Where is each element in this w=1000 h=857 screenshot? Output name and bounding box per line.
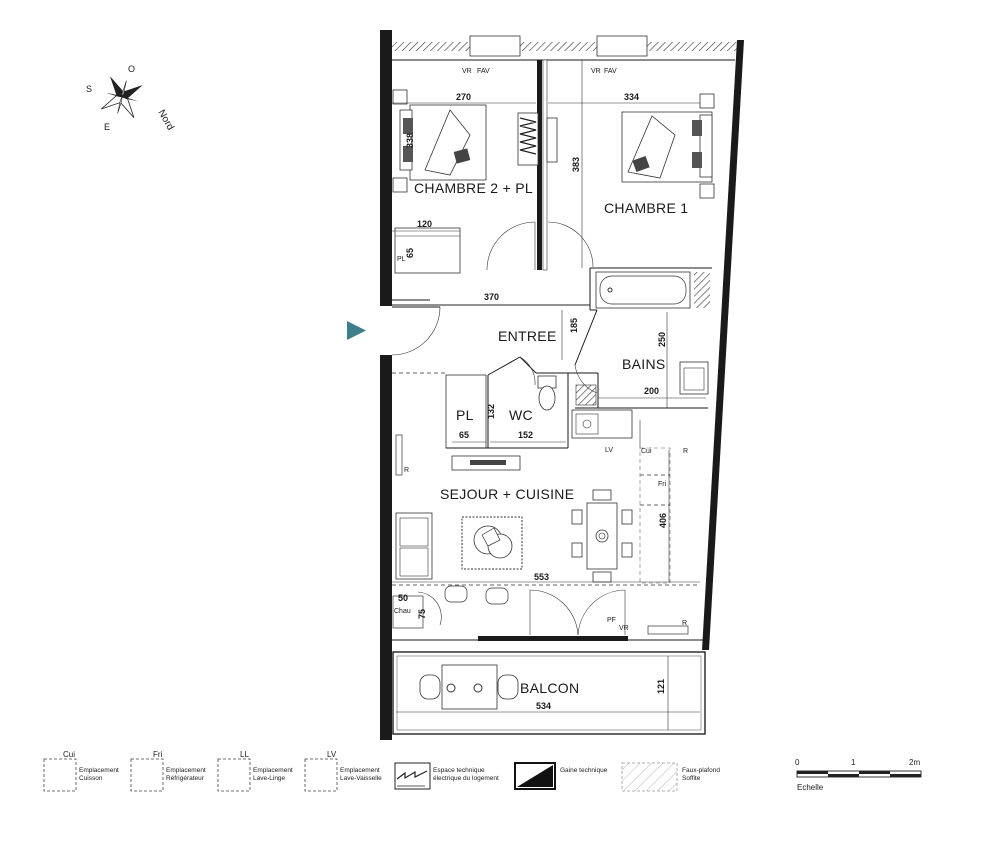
dim-338: 338 <box>405 133 415 148</box>
dim-383: 383 <box>571 157 581 172</box>
bed-2-icon <box>392 89 487 193</box>
legend-code-lv: LV <box>327 750 337 759</box>
legend-7-line1: Faux-plafond <box>682 767 720 774</box>
entry-arrow-icon[interactable] <box>347 321 366 340</box>
dim-132: 132 <box>486 404 496 419</box>
note-fav-2: FAV <box>604 68 617 75</box>
room-wc: WC <box>509 407 533 423</box>
legend-code-fri: Fri <box>153 750 163 759</box>
compass-o: O <box>128 64 135 74</box>
room-bains: BAINS <box>622 356 666 372</box>
dim-370: 370 <box>484 292 499 302</box>
dim-75: 75 <box>417 609 427 619</box>
scale-tick-2: 2m <box>909 758 920 767</box>
tv-unit-icon <box>451 455 521 471</box>
toilet-icon <box>537 375 557 411</box>
kitchen-counter <box>639 447 671 584</box>
dim-250: 250 <box>657 332 667 347</box>
legend-5-line1: Espace technique <box>433 767 485 774</box>
legend-6-line1: Gaine technique <box>560 767 608 774</box>
room-balcon: BALCON <box>520 680 579 696</box>
dim-65-a: 65 <box>405 248 415 258</box>
scale-label: Echelle <box>797 783 824 792</box>
room-pl: PL <box>456 407 474 423</box>
legend-4-line2: Lave-Vaisselle <box>340 775 382 782</box>
bed-1-icon <box>621 93 715 199</box>
room-entree: ENTREE <box>498 328 557 344</box>
balcony-table-icon <box>419 664 519 710</box>
legend-7-line2: Soffite <box>682 775 701 782</box>
legend-4-line1: Emplacement <box>340 767 380 774</box>
dimension-lines <box>392 60 706 730</box>
legend-3-line2: Lave-Linge <box>253 775 286 782</box>
compass-rose-icon: Nord S O E <box>86 64 176 132</box>
scale-bar: 0 1 2m Echelle <box>795 758 922 792</box>
bath-sink-icon <box>679 361 709 395</box>
dim-152: 152 <box>518 430 533 440</box>
sofa-icon <box>395 512 433 580</box>
note-vr-3: VR <box>619 625 629 632</box>
legend: Cui Emplacement Cuisson Fri Emplacement … <box>43 750 720 792</box>
compass-e: E <box>104 122 110 132</box>
room-sejour-cuisine: SEJOUR + CUISINE <box>440 486 574 502</box>
note-r-3: R <box>682 620 687 627</box>
dim-534: 534 <box>536 701 551 711</box>
dim-120: 120 <box>417 219 432 229</box>
legend-2-line2: Réfrigérateur <box>166 775 205 782</box>
compass-s: S <box>86 84 92 94</box>
legend-3-line1: Emplacement <box>253 767 293 774</box>
scale-tick-1: 1 <box>851 758 856 767</box>
legend-5-line2: électrique du logement <box>433 775 499 782</box>
dim-334: 334 <box>624 92 639 102</box>
note-vr-2: VR <box>591 68 601 75</box>
note-cui: Cui <box>641 448 652 455</box>
rug-coffee-table-icon <box>461 516 523 570</box>
compass-nord: Nord <box>155 108 175 132</box>
sink-unit-icon <box>571 384 633 439</box>
scale-tick-0: 0 <box>795 758 800 767</box>
wardrobe-icon <box>517 112 558 166</box>
note-pl-small: PL <box>397 256 406 263</box>
note-r-1: R <box>404 467 409 474</box>
note-pf: PF <box>607 617 616 624</box>
dim-50: 50 <box>398 593 408 603</box>
legend-code-cui: Cui <box>63 750 75 759</box>
legend-2-line1: Emplacement <box>166 767 206 774</box>
note-chau: Chau <box>394 608 411 615</box>
dim-270: 270 <box>456 92 471 102</box>
dim-200: 200 <box>644 386 659 396</box>
note-lv: LV <box>605 447 613 454</box>
dim-553: 553 <box>534 572 549 582</box>
dim-185: 185 <box>569 318 579 333</box>
room-chambre-2: CHAMBRE 2 + PL <box>414 180 533 196</box>
exterior-walls <box>380 30 744 740</box>
dim-406: 406 <box>658 513 668 528</box>
dim-121: 121 <box>656 679 666 694</box>
kitchen-appliances <box>392 434 689 635</box>
note-fav-1: FAV <box>477 68 490 75</box>
bathtub-icon <box>595 271 710 309</box>
note-r-2: R <box>683 448 688 455</box>
note-vr-1: VR <box>462 68 472 75</box>
legend-code-ll: LL <box>240 750 249 759</box>
legend-1-line2: Cuisson <box>79 775 103 782</box>
legend-1-line1: Emplacement <box>79 767 119 774</box>
room-chambre-1: CHAMBRE 1 <box>604 200 688 216</box>
dim-65-b: 65 <box>459 430 469 440</box>
dining-table-icon <box>571 489 633 583</box>
note-fri: Fri <box>658 481 667 488</box>
doors <box>391 221 626 636</box>
